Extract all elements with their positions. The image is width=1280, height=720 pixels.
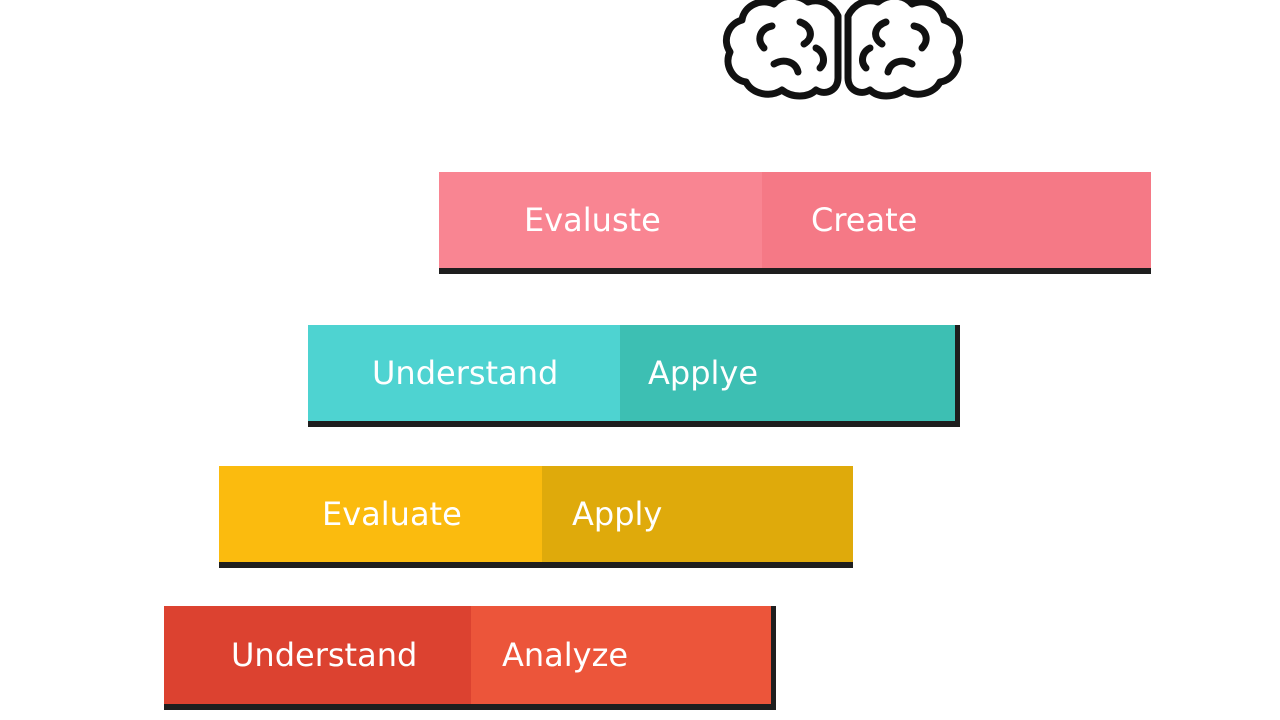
level-1-right-label: Create [811, 201, 918, 239]
level-1-right-segment: Create [762, 172, 1151, 268]
level-3-right-label: Apply [572, 495, 663, 533]
level-1-left-segment: Evaluste [439, 172, 762, 268]
level-2-left-segment: Understand [308, 325, 620, 421]
level-4-right-segment: Analyze [471, 606, 771, 704]
level-3-left-segment: Evaluate [219, 466, 542, 562]
level-bar-4: Understand Analyze [164, 606, 776, 710]
level-4-right-label: Analyze [502, 636, 629, 674]
brain-icon [723, 0, 963, 100]
level-3-right-segment: Apply [542, 466, 853, 562]
level-2-right-label: Applye [648, 354, 759, 392]
level-2-left-label: Understand [372, 354, 559, 392]
level-bar-2: Understand Applye [308, 325, 960, 427]
level-1-left-label: Evaluste [524, 201, 661, 239]
level-bar-3: Evaluate Apply [219, 466, 853, 568]
level-4-left-segment: Understand [164, 606, 471, 704]
level-2-right-segment: Applye [620, 325, 955, 421]
level-3-left-label: Evaluate [322, 495, 462, 533]
level-4-left-label: Understand [231, 636, 418, 674]
level-bar-1: Evaluste Create [439, 172, 1151, 274]
